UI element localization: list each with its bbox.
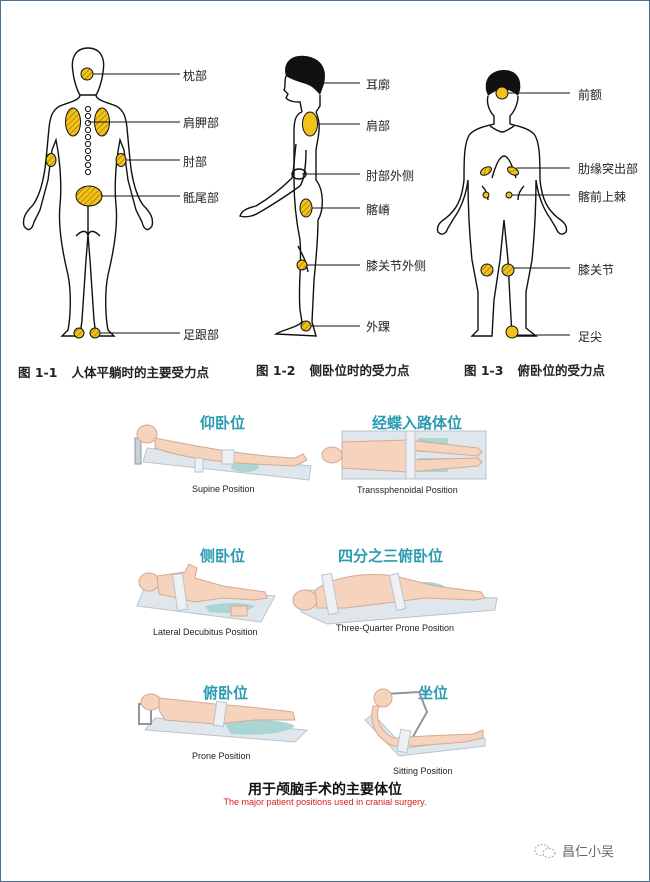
lateral-caption: Lateral Decubitus Position <box>153 627 258 637</box>
label-costal-margin: 肋缘突出部 <box>578 162 639 176</box>
label-lateral-malleolus: 外踝 <box>366 320 391 334</box>
supine-title: 仰卧位 <box>200 414 246 432</box>
label-occiput: 枕部 <box>183 69 208 83</box>
watermark: 昌仁小吴 <box>534 841 614 860</box>
label-lateral-knee: 膝关节外侧 <box>366 259 427 273</box>
label-knee: 膝关节 <box>578 263 615 277</box>
transsphenoidal-title: 经蝶入路体位 <box>372 414 463 432</box>
transsphenoidal-caption: Transsphenoidal Position <box>357 485 458 495</box>
label-shoulder: 肩部 <box>366 119 391 133</box>
label-lateral-elbow: 肘部外侧 <box>366 169 415 183</box>
figure-1-1-body-back <box>22 47 180 339</box>
three-quarter-prone-title: 四分之三俯卧位 <box>338 547 444 565</box>
prone-illustration <box>138 693 309 743</box>
supine-illustration <box>134 424 312 481</box>
figure-1-3-body-front <box>436 70 570 339</box>
sitting-title: 坐位 <box>418 684 449 702</box>
label-heel: 足跟部 <box>183 328 220 342</box>
lateral-title: 侧卧位 <box>200 547 246 565</box>
positions-subtitle: The major patient positions used in cran… <box>223 797 427 807</box>
transsphenoidal-illustration <box>321 430 487 480</box>
label-auricle: 耳廓 <box>366 78 391 92</box>
prone-title: 俯卧位 <box>203 684 249 702</box>
label-asis: 髂前上棘 <box>578 190 627 204</box>
positions-main-title: 用于颅脑手术的主要体位 <box>248 782 402 798</box>
watermark-text: 昌仁小吴 <box>562 845 615 860</box>
sitting-caption: Sitting Position <box>393 766 453 776</box>
prone-caption: Prone Position <box>192 751 251 761</box>
label-forehead: 前额 <box>578 88 603 102</box>
wechat-icon <box>534 843 556 858</box>
label-iliac-crest: 髂嵴 <box>366 203 391 217</box>
label-toes: 足尖 <box>578 330 603 344</box>
figure-1-2-body-side <box>239 55 360 337</box>
label-sacrum: 骶尾部 <box>183 191 220 205</box>
three-quarter-prone-illustration <box>292 572 498 625</box>
lateral-illustration <box>136 563 276 623</box>
sitting-illustration <box>364 688 486 757</box>
three-quarter-prone-caption: Three-Quarter Prone Position <box>336 623 455 633</box>
supine-caption: Supine Position <box>192 484 255 494</box>
label-scapula: 肩胛部 <box>183 116 220 130</box>
label-elbow: 肘部 <box>183 155 208 169</box>
